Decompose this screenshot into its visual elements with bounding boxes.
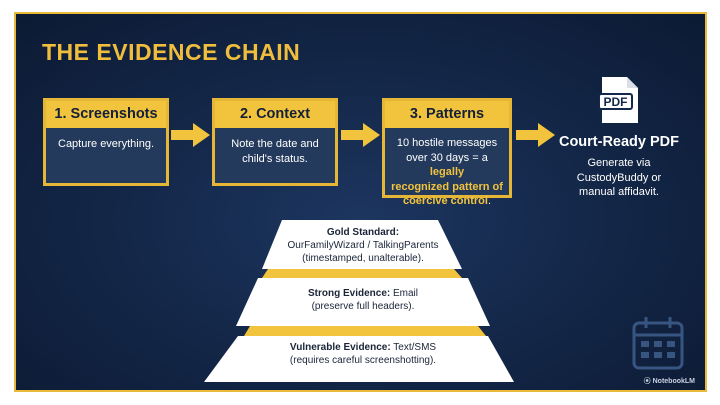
slide: THE EVIDENCE CHAIN 1. Screenshots Captur… <box>14 12 707 392</box>
arrow-right-icon <box>341 123 380 147</box>
calendar-icon <box>632 317 684 370</box>
step-label: 3. Patterns <box>385 101 509 128</box>
step-text: Capture everything. <box>46 128 166 183</box>
pyramid-tier-strong-text: Strong Evidence: Email (preserve full he… <box>307 288 419 312</box>
result-text: Generate via CustodyBuddy or manual affi… <box>576 157 662 198</box>
evidence-pyramid <box>204 220 514 382</box>
pyramid-tier-vulnerable-text: Vulnerable Evidence: Text/SMS (requires … <box>289 342 437 366</box>
step-label: 2. Context <box>215 101 335 128</box>
pdf-document-icon: PDF <box>599 77 638 123</box>
brand-watermark: ⦿ NotebookLM <box>643 378 695 385</box>
arrow-right-icon <box>171 123 210 147</box>
page-title: THE EVIDENCE CHAIN <box>42 39 301 65</box>
pyramid-band <box>244 326 486 336</box>
pdf-icon-label: PDF <box>604 95 628 109</box>
pyramid-tier-strong <box>236 278 490 326</box>
pyramid-tier-gold <box>262 220 462 269</box>
step-text: Note the date and child's status. <box>215 128 335 183</box>
pyramid-tier-gold-text: Gold Standard: OurFamilyWizard / Talking… <box>287 227 439 264</box>
step-text: 10 hostile messages over 30 days = a leg… <box>385 128 509 207</box>
pyramid-band <box>262 269 462 278</box>
step-label: 1. Screenshots <box>46 101 166 128</box>
step-screenshots: 1. Screenshots Capture everything. <box>43 98 169 186</box>
step-context: 2. Context Note the date and child's sta… <box>212 98 338 186</box>
pyramid-tier-vulnerable <box>204 336 514 382</box>
result-title: Court-Ready PDF <box>558 134 680 150</box>
arrow-right-icon <box>516 123 555 147</box>
step-patterns: 3. Patterns 10 hostile messages over 30 … <box>382 98 512 207</box>
